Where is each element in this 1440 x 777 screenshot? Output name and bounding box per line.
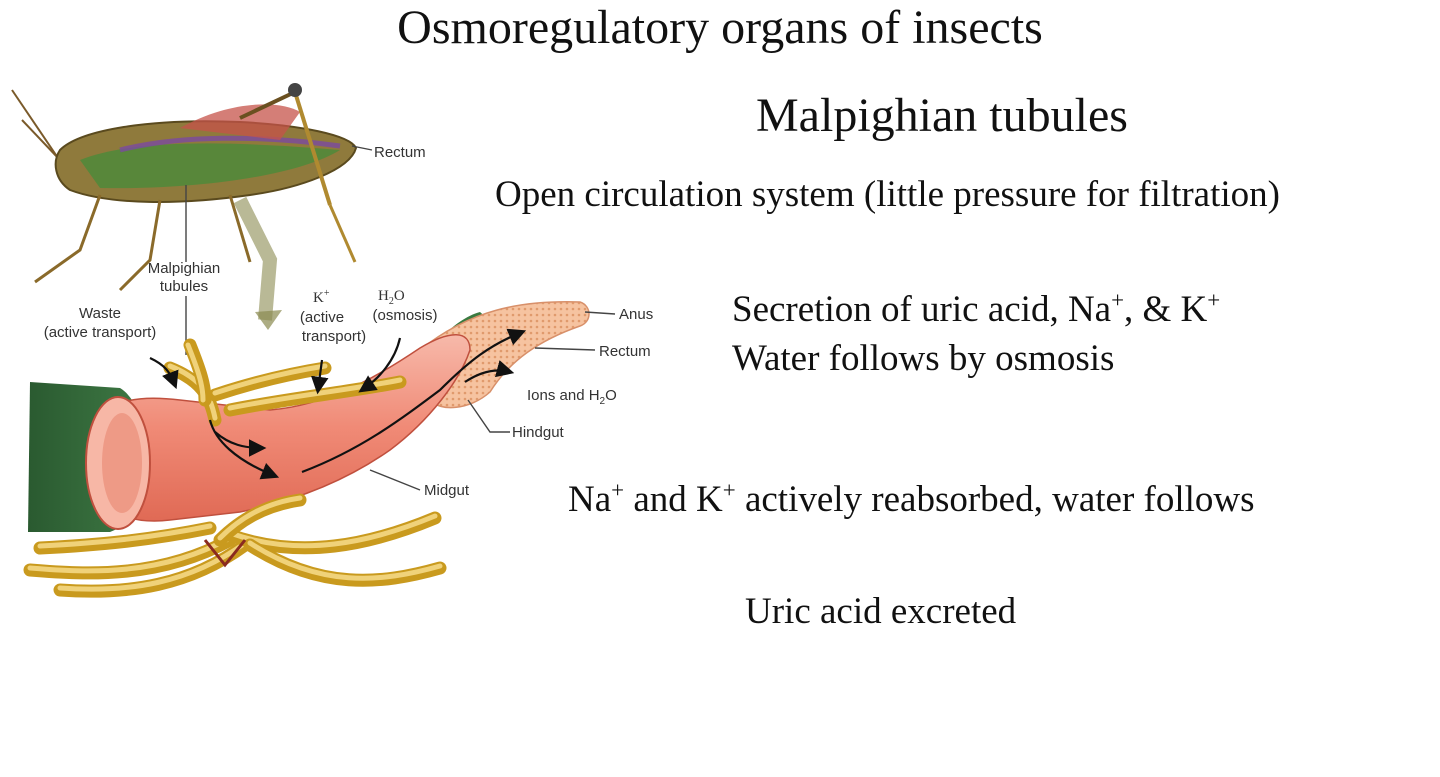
secretion-text-part: , & K bbox=[1124, 289, 1208, 330]
superscript-plus: + bbox=[722, 477, 736, 503]
superscript-plus: + bbox=[611, 477, 625, 503]
waste-label-line2: (active transport) bbox=[44, 324, 157, 341]
secretion-text-part: Secretion of uric acid, Na bbox=[732, 289, 1112, 330]
hindgut-leader bbox=[467, 399, 510, 433]
malpighian-tubule-diagram: Rectum Malpighian tubules Waste (active … bbox=[11, 83, 653, 598]
anus-label: Anus bbox=[619, 306, 653, 323]
midgut-label: Midgut bbox=[424, 482, 470, 499]
ions-subscript: 2 bbox=[600, 396, 606, 407]
slide-title: Osmoregulatory organs of insects bbox=[397, 1, 1043, 54]
grasshopper-illustration bbox=[11, 83, 358, 330]
h2o-h: H bbox=[378, 288, 389, 304]
malpighian-tubules bbox=[23, 338, 447, 598]
superscript-plus: + bbox=[1111, 287, 1125, 313]
reabsorption-text-part: actively reabsorbed, water follows bbox=[735, 479, 1255, 520]
rectum-top-leader bbox=[351, 145, 373, 151]
rectum-structure bbox=[419, 301, 590, 409]
water-follows-text: Water follows by osmosis bbox=[732, 338, 1115, 379]
malpighian-label-line1: Malpighian bbox=[148, 260, 221, 277]
h2o-label-line1: H2O bbox=[378, 288, 405, 307]
k-label-line1: K+ bbox=[313, 288, 330, 306]
malpighian-label-line2: tubules bbox=[160, 278, 208, 295]
secretion-text: Secretion of uric acid, Na+, & K+ bbox=[732, 288, 1220, 331]
flow-arrows bbox=[149, 328, 527, 480]
ions-h2o-label: Ions and H2O bbox=[527, 387, 617, 407]
h2o-label-line2: (osmosis) bbox=[372, 307, 437, 324]
superscript-plus: + bbox=[1207, 287, 1221, 313]
hindgut-label: Hindgut bbox=[512, 424, 565, 441]
open-circulation-text: Open circulation system (little pressure… bbox=[495, 174, 1280, 215]
slide-subtitle: Malpighian tubules bbox=[756, 89, 1128, 142]
uric-acid-excreted-text: Uric acid excreted bbox=[745, 591, 1017, 632]
anus-leader bbox=[584, 311, 616, 315]
ions-o: O bbox=[605, 387, 617, 404]
ions-text: Ions and H bbox=[527, 387, 600, 404]
reabsorption-text: Na+ and K+ actively reabsorbed, water fo… bbox=[568, 478, 1255, 521]
h2o-o: O bbox=[394, 288, 405, 304]
k-symbol: K bbox=[313, 290, 324, 306]
h2o-subscript: 2 bbox=[389, 296, 394, 307]
rectum-top-label: Rectum bbox=[374, 144, 426, 161]
reabsorption-text-part: and K bbox=[624, 479, 723, 520]
midgut-leader bbox=[369, 469, 421, 491]
gut-opening-inner bbox=[102, 413, 142, 513]
k-label-line2: (active bbox=[300, 309, 344, 326]
k-superscript: + bbox=[324, 288, 330, 299]
waste-label-line1: Waste bbox=[79, 305, 121, 322]
rectum-leader bbox=[534, 347, 596, 351]
k-label-line3: transport) bbox=[302, 328, 366, 345]
rectum-label: Rectum bbox=[599, 343, 651, 360]
reabsorption-text-part: Na bbox=[568, 479, 612, 520]
